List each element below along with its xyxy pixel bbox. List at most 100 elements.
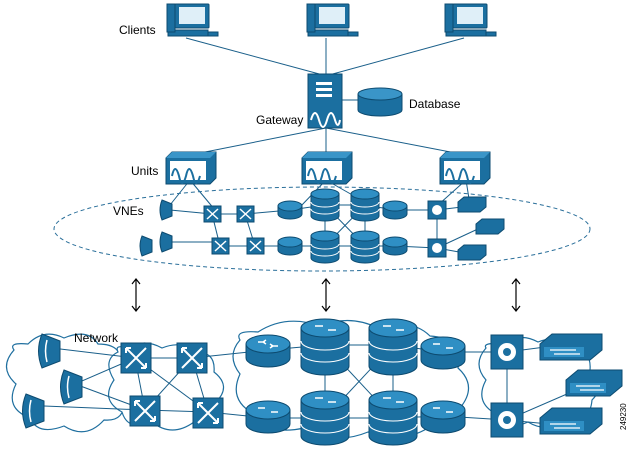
workstation-icon: [166, 3, 219, 37]
network-core-router-1: [300, 318, 350, 376]
atm-switch-icon: [236, 205, 255, 223]
vne-router-2: [277, 236, 303, 256]
vne-workgroup-switch-3: [457, 244, 487, 261]
router-icon: [277, 200, 303, 220]
router-icon: [420, 336, 466, 370]
network-dish-3: [22, 393, 45, 429]
unit-2: [301, 151, 353, 185]
atm-switch-icon: [120, 342, 152, 374]
router-icon: [310, 188, 340, 222]
router-icon: [245, 334, 291, 368]
double-arrow-icon: [131, 278, 141, 312]
gateway-label: Gateway: [256, 113, 303, 127]
client-2: [306, 3, 359, 37]
vne-dish-1: [159, 199, 173, 221]
vne-boundary: [53, 186, 591, 272]
server-icon: [307, 73, 343, 129]
ccm-unit-icon: [301, 151, 353, 185]
ccm-unit-icon: [439, 151, 491, 185]
router-icon: [382, 236, 408, 256]
network-workgroup-switch-2: [565, 369, 623, 397]
network-router-1: [245, 334, 291, 368]
network-atm-switch-1: [120, 342, 152, 374]
vne-router-1: [277, 200, 303, 220]
atm-switch-icon: [246, 237, 265, 255]
network-multilayer-switch-2: [490, 402, 524, 438]
vne-atm-switch-3: [211, 237, 230, 255]
workgroup-switch-icon: [475, 218, 505, 235]
workgroup-switch-icon: [539, 333, 603, 361]
network-core-router-3: [300, 390, 350, 446]
vne-multilayer-switch-2: [427, 238, 447, 258]
dish-icon: [38, 333, 61, 369]
network-label: Network: [74, 331, 119, 345]
vne-core-router-1: [310, 188, 340, 222]
atm-switch-icon: [192, 397, 224, 429]
network-atm-switch-3: [129, 395, 161, 427]
workgroup-switch-icon: [565, 369, 623, 397]
gateway-server: [307, 73, 343, 129]
workstation-icon: [444, 3, 497, 37]
multilayer-switch-icon: [427, 200, 447, 220]
network-router-2: [245, 400, 291, 434]
vne-core-router-3: [310, 230, 340, 264]
network-core-router-4: [368, 390, 418, 446]
network-atm-switch-2: [176, 342, 208, 374]
double-arrow-icon: [511, 278, 521, 312]
vne-atm-switch-4: [246, 237, 265, 255]
client-1: [166, 3, 219, 37]
figure-id: 249230: [619, 403, 628, 430]
database: [357, 87, 403, 117]
vne-core-router-2: [350, 188, 380, 222]
network-workgroup-switch-3: [539, 407, 603, 435]
vne-workgroup-switch-1: [457, 196, 487, 213]
management-arrows: [131, 278, 521, 312]
dish-icon: [139, 235, 153, 257]
units-label: Units: [131, 164, 158, 178]
vne-dish-3: [139, 235, 153, 257]
network-dish-2: [60, 369, 83, 405]
router-icon: [300, 390, 350, 446]
network-router-3: [420, 336, 466, 370]
workgroup-switch-icon: [539, 407, 603, 435]
network-core-router-2: [368, 318, 418, 376]
vne-workgroup-switch-2: [475, 218, 505, 235]
router-icon: [245, 400, 291, 434]
router-icon: [310, 230, 340, 264]
dish-icon: [159, 199, 173, 221]
router-icon: [350, 188, 380, 222]
network-dish-1: [38, 333, 61, 369]
vne-router-4: [382, 236, 408, 256]
router-icon: [300, 318, 350, 376]
dish-icon: [60, 369, 83, 405]
database-label: Database: [409, 97, 461, 111]
client-3: [444, 3, 497, 37]
router-icon: [350, 230, 380, 264]
unit-1: [165, 151, 217, 185]
multilayer-switch-icon: [490, 334, 524, 370]
router-icon: [368, 318, 418, 376]
atm-switch-icon: [211, 237, 230, 255]
vne-atm-switch-1: [203, 205, 222, 223]
workgroup-switch-icon: [457, 244, 487, 261]
clients-label: Clients: [119, 23, 156, 37]
atm-switch-icon: [129, 395, 161, 427]
workgroup-switch-icon: [457, 196, 487, 213]
network-multilayer-switch-1: [490, 334, 524, 370]
vne-atm-switch-2: [236, 205, 255, 223]
network-workgroup-switch-1: [539, 333, 603, 361]
vne-dish-2: [159, 231, 173, 253]
network-atm-switch-4: [192, 397, 224, 429]
multilayer-switch-icon: [490, 402, 524, 438]
dish-icon: [159, 231, 173, 253]
router-icon: [420, 400, 466, 434]
workstation-icon: [306, 3, 359, 37]
database-icon: [357, 87, 403, 117]
vnes-label: VNEs: [113, 204, 144, 218]
router-icon: [368, 390, 418, 446]
atm-switch-icon: [203, 205, 222, 223]
network-router-4: [420, 400, 466, 434]
double-arrow-icon: [321, 278, 331, 312]
